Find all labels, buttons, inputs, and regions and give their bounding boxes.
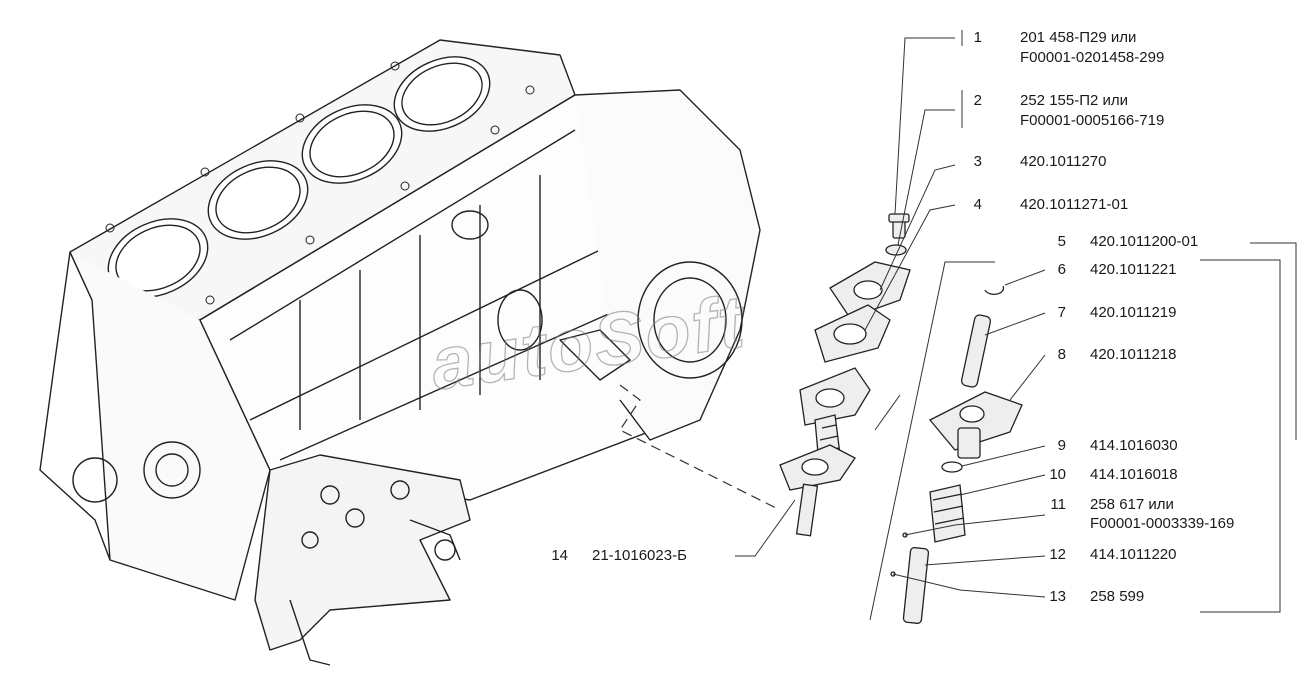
part-number: 1	[973, 29, 982, 46]
part-code: 420.1011218	[1090, 346, 1177, 363]
part-code: 420.1011200-01	[1090, 233, 1199, 250]
part-code-alt: F00001-0005166-719	[1020, 112, 1165, 129]
leader-11	[904, 514, 1046, 536]
part-code: 258 599	[1090, 588, 1145, 605]
part-number: 3	[973, 153, 982, 170]
leader-7	[984, 312, 1046, 336]
part-code-alt: F00001-0201458-299	[1020, 49, 1165, 66]
leader-14	[735, 499, 796, 557]
leader-8	[1009, 354, 1046, 401]
part-number: 4	[973, 196, 982, 213]
leader-6	[1004, 269, 1046, 286]
bracket-assembly-5	[1200, 242, 1297, 613]
shaft-part-12	[902, 547, 930, 624]
washer-part-2	[885, 244, 907, 256]
leader-9	[961, 445, 1046, 467]
part-number: 11	[1050, 496, 1066, 513]
part-code: 414.1011220	[1090, 546, 1177, 563]
part-code: 258 617 или	[1090, 496, 1174, 513]
part-number: 8	[1057, 346, 1066, 363]
part-number: 9	[1057, 437, 1066, 454]
part-code: 420.1011219	[1090, 304, 1177, 321]
part-number: 2	[973, 92, 982, 109]
leader-1	[894, 30, 963, 215]
leader-4	[864, 204, 956, 331]
part-number: 12	[1049, 546, 1066, 563]
engine-mount-bracket	[254, 454, 471, 651]
part-code: 414.1016018	[1090, 466, 1178, 483]
part-number: 10	[1049, 466, 1066, 483]
part-code: 21-1016023-Б	[592, 547, 687, 564]
part-code: 420.1011270	[1020, 153, 1107, 170]
part-number: 14	[551, 547, 568, 564]
leader-12	[924, 555, 1046, 566]
leader-2	[897, 90, 963, 246]
gear-part-10	[929, 484, 966, 543]
part-number: 7	[1057, 304, 1066, 321]
part-code: 414.1016030	[1090, 437, 1178, 454]
leader-10	[959, 474, 1046, 496]
sleeve-part-7	[960, 314, 992, 388]
part-code: 420.1011271-01	[1020, 196, 1129, 213]
part-code: 420.1011221	[1090, 261, 1177, 278]
part-number: 5	[1057, 233, 1066, 250]
part-number: 13	[1049, 588, 1066, 605]
leader-13	[892, 573, 1046, 598]
part-code: 201 458-П29 или	[1020, 29, 1137, 46]
part-number: 6	[1057, 261, 1066, 278]
leader-3	[879, 164, 956, 291]
snap-ring-part-6	[984, 285, 1005, 295]
part-code: 252 155-П2 или	[1020, 92, 1129, 109]
washer-part-9	[941, 461, 963, 473]
part-code-alt: F00001-0003339-169	[1090, 515, 1235, 532]
